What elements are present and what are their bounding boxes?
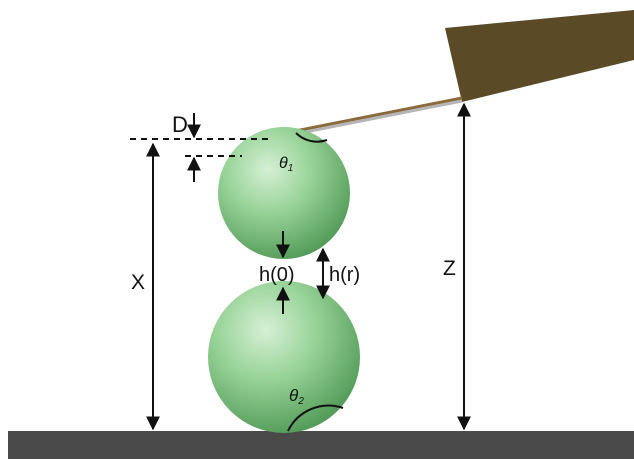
label-theta1: θ1	[279, 155, 293, 174]
label-theta2-sub: 2	[297, 396, 304, 407]
label-x: X	[131, 271, 145, 294]
theta2-arc	[287, 404, 344, 432]
bottom-sphere	[208, 281, 360, 433]
label-theta1-base: θ	[279, 155, 288, 172]
label-hr: h(r)	[329, 264, 360, 286]
top-sphere	[218, 127, 350, 259]
label-theta1-sub: 1	[288, 163, 294, 174]
cantilever	[445, 10, 634, 102]
substrate	[8, 431, 634, 459]
label-h0: h(0)	[259, 264, 295, 286]
label-d: D	[172, 112, 188, 137]
theta1-arc	[295, 132, 328, 143]
label-theta2-base: θ	[289, 386, 299, 405]
label-z: Z	[443, 257, 456, 280]
label-theta2: θ2	[289, 386, 304, 407]
